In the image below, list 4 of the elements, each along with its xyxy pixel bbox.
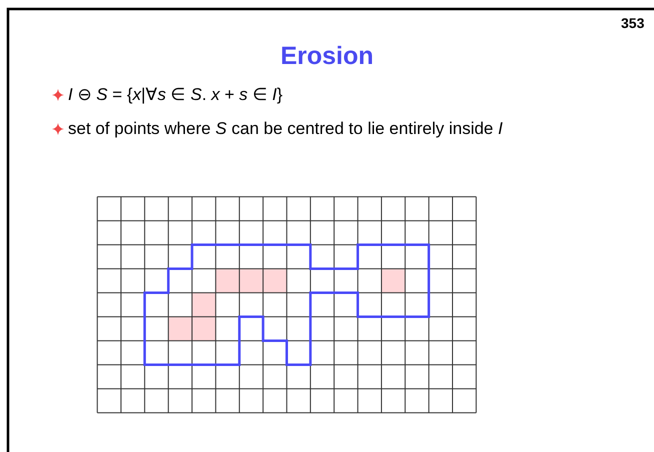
formula: I ⊖ S = {x|∀s ∈ S. x + s ∈ I} <box>68 84 284 106</box>
page-number: 353 <box>621 15 644 31</box>
slide-title: Erosion <box>279 42 375 71</box>
bullet-text: set of points where S can be centred to lie entirely inside I <box>68 118 504 140</box>
